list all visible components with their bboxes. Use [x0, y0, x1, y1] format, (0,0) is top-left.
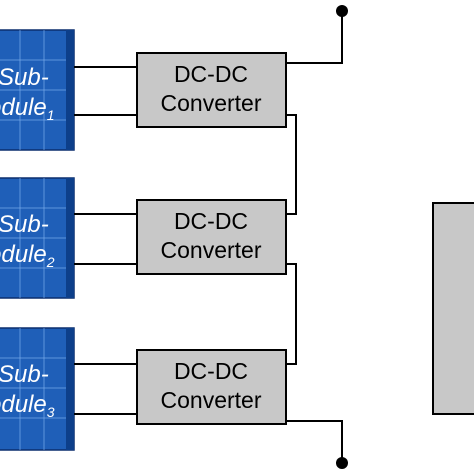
converter-1-line1: DC-DC — [174, 61, 248, 87]
submodule-2-label-line2: odule2 — [0, 241, 55, 270]
submodule-3: Sub- odule3 — [0, 327, 75, 451]
converter-2-line2: Converter — [161, 237, 262, 263]
converter-1-box — [136, 52, 287, 128]
converter-1-line2: Converter — [161, 90, 262, 116]
output-wires — [286, 12, 343, 462]
converter-3-line2: Converter — [161, 387, 262, 413]
submodule-3-label-line1: Sub- — [0, 361, 49, 388]
solar-panel-1-grid — [0, 30, 66, 150]
submodule-2: Sub- odule2 — [0, 177, 75, 299]
solar-panel-1-edge — [66, 30, 74, 150]
submodule-1-label-line1: Sub- — [0, 64, 49, 91]
top-terminal — [336, 5, 348, 17]
converter-2: DC-DC Converter — [136, 199, 287, 275]
solar-panel-2-edge — [66, 178, 74, 298]
converter-2-line1: DC-DC — [174, 208, 248, 234]
solar-panel-3-edge — [66, 328, 74, 450]
converter-2-box — [136, 199, 287, 275]
solar-panel-3 — [0, 327, 75, 451]
submodule-2-label-line1: Sub- — [0, 211, 49, 238]
submodule-1: Sub- odule1 — [0, 29, 75, 151]
wire-top-output — [286, 12, 343, 64]
load-block — [432, 202, 474, 415]
wire-bottom-output — [286, 420, 343, 462]
input-wires — [74, 66, 137, 415]
submodule-1-label-line2: odule1 — [0, 94, 55, 123]
bottom-terminal — [336, 457, 348, 469]
wire-series-1-2 — [286, 114, 297, 215]
converter-1: DC-DC Converter — [136, 52, 287, 128]
converter-3-box — [136, 349, 287, 425]
converter-3: DC-DC Converter — [136, 349, 287, 425]
wire-series-2-3 — [286, 263, 297, 365]
submodule-3-label-line2: odule3 — [0, 391, 55, 420]
solar-panel-2-grid — [0, 178, 66, 298]
converter-3-line1: DC-DC — [174, 358, 248, 384]
solar-panel-3-grid — [0, 328, 66, 450]
